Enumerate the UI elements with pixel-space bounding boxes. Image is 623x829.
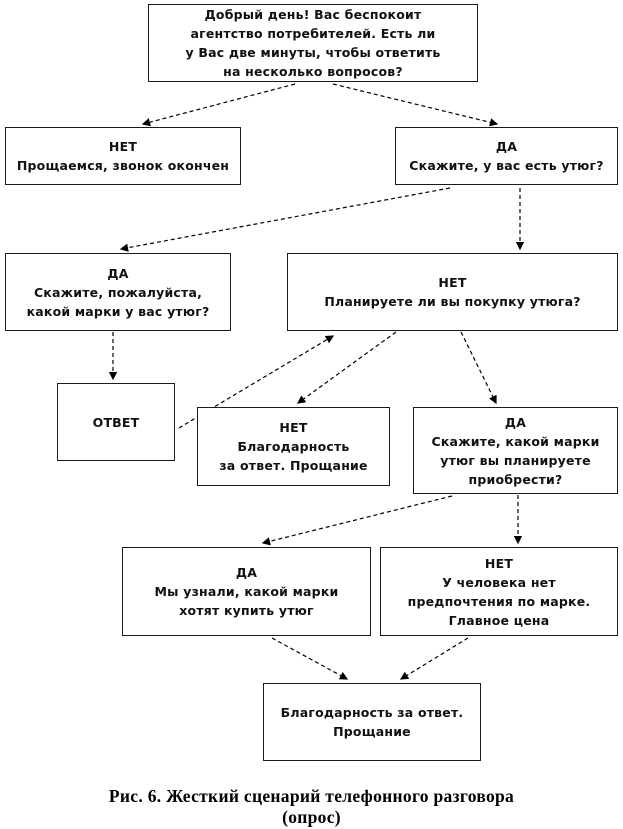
- node-yes-which-brand-text: ДА Скажите, пожалуйста, какой марки у ва…: [26, 265, 210, 319]
- node-yes-planned-brand: ДА Скажите, какой марки утюг вы планируе…: [413, 407, 618, 494]
- node-answer: ОТВЕТ: [57, 383, 175, 461]
- node-yes-have-iron-text: ДА Скажите, у вас есть утюг?: [409, 139, 604, 173]
- node-no-thanks-goodbye-text: НЕТ Благодарность за ответ. Прощание: [219, 420, 368, 473]
- node-no-preference-price: НЕТ У человека нет предпочтения по марке…: [380, 547, 618, 636]
- node-answer-text: ОТВЕТ: [92, 414, 140, 430]
- node-no-call-ended-text: НЕТ Прощаемся, звонок окончен: [16, 139, 230, 173]
- node-final-thanks-text: Благодарность за ответ. Прощание: [280, 705, 464, 739]
- node-yes-brand-learned-text: ДА Мы узнали, какой марки хотят купить у…: [154, 565, 339, 618]
- node-no-thanks-goodbye: НЕТ Благодарность за ответ. Прощание: [197, 407, 390, 486]
- node-no-preference-price-text: НЕТ У человека нет предпочтения по марке…: [407, 555, 591, 628]
- node-yes-brand-learned: ДА Мы узнали, какой марки хотят купить у…: [122, 547, 371, 636]
- node-greeting: Добрый день! Вас беспокоит агентство пот…: [148, 4, 478, 82]
- figure-caption: Рис. 6. Жесткий сценарий телефонного раз…: [108, 786, 515, 827]
- node-yes-have-iron: ДА Скажите, у вас есть утюг?: [395, 127, 618, 185]
- node-final-thanks: Благодарность за ответ. Прощание: [263, 683, 481, 761]
- node-yes-which-brand: ДА Скажите, пожалуйста, какой марки у ва…: [5, 253, 231, 331]
- node-yes-planned-brand-text: ДА Скажите, какой марки утюг вы планируе…: [431, 414, 600, 487]
- node-no-plan-purchase-text: НЕТ Планируете ли вы покупку утюга?: [324, 275, 581, 309]
- node-no-plan-purchase: НЕТ Планируете ли вы покупку утюга?: [287, 253, 618, 331]
- node-no-call-ended: НЕТ Прощаемся, звонок окончен: [5, 127, 241, 185]
- node-greeting-text: Добрый день! Вас беспокоит агентство пот…: [185, 7, 441, 79]
